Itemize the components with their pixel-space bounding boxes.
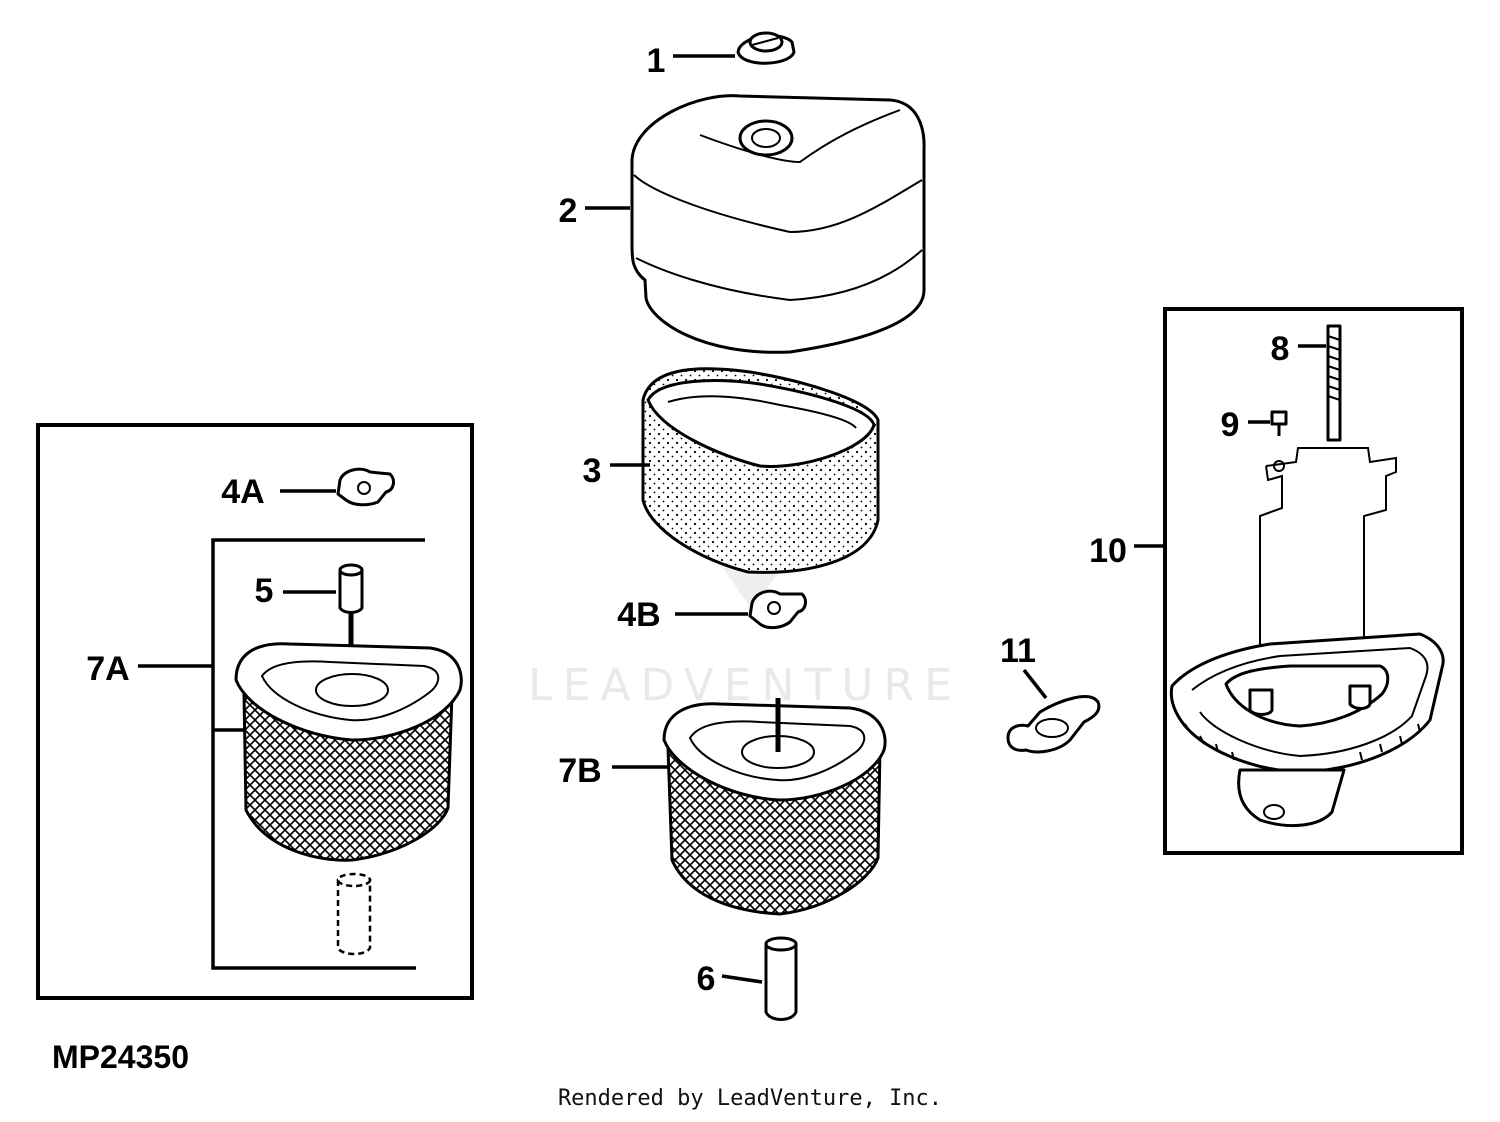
callout-11: 11 <box>1000 632 1036 670</box>
part-2-cover[interactable] <box>630 94 926 354</box>
part-sleeve-dashed <box>336 872 372 956</box>
callout-2: 2 <box>559 192 578 230</box>
kit-box-left <box>36 423 474 1000</box>
part-10-base[interactable] <box>1169 447 1445 827</box>
callout-1: 1 <box>647 42 666 80</box>
part-7B-filter[interactable] <box>662 698 887 916</box>
kit-box-right <box>1163 307 1464 855</box>
part-9-screw[interactable] <box>1270 410 1288 436</box>
part-6-sleeve[interactable] <box>764 936 798 1021</box>
callout-8: 8 <box>1271 330 1290 368</box>
callout-5: 5 <box>255 572 274 610</box>
callout-4B: 4B <box>617 596 660 634</box>
callout-7A: 7A <box>86 650 129 688</box>
callout-9: 9 <box>1221 406 1240 444</box>
callout-3: 3 <box>583 452 602 490</box>
watermark-text: LEADVENTURE <box>528 660 962 711</box>
part-8-stud[interactable] <box>1326 324 1342 442</box>
part-11-gasket[interactable] <box>1006 695 1101 754</box>
part-3-precleaner[interactable] <box>641 367 880 574</box>
callout-4A: 4A <box>221 473 264 511</box>
callout-6: 6 <box>697 960 716 998</box>
figure-code: MP24350 <box>52 1039 189 1075</box>
callout-10: 10 <box>1089 532 1127 570</box>
callout-7B: 7B <box>558 752 601 790</box>
part-7A-filter[interactable] <box>234 642 463 862</box>
part-1-cap[interactable] <box>736 31 796 65</box>
footer-credit: Rendered by LeadVenture, Inc. <box>557 1086 943 1111</box>
part-4B-wing-nut[interactable] <box>748 589 807 630</box>
part-4A-wing-nut[interactable] <box>336 467 395 507</box>
